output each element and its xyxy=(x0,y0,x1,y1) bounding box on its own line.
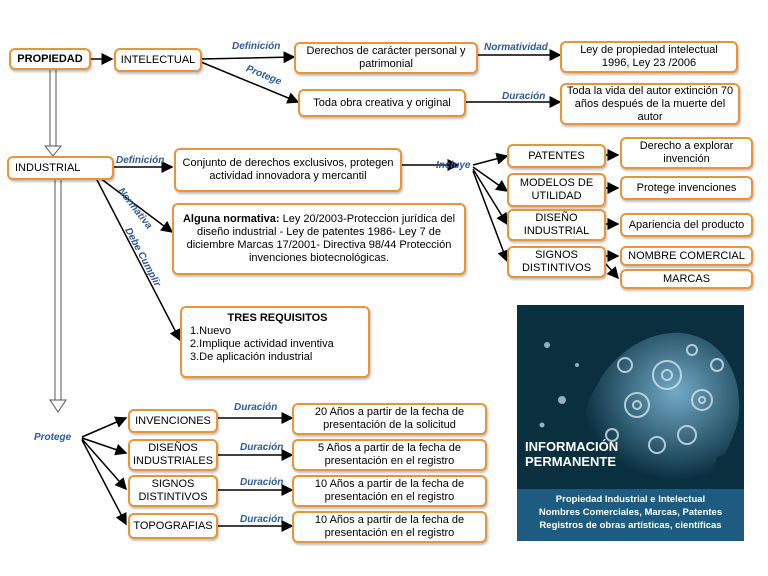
incluye-signos-distintivos: SIGNOS DISTINTIVOS xyxy=(507,246,606,278)
intelectual-node: INTELECTUAL xyxy=(114,48,202,72)
intelectual-definicion: Derechos de carácter personal y patrimon… xyxy=(294,42,478,74)
protege-topografias: TOPOGRAFIAS xyxy=(128,513,218,539)
edge-label-protege-industrial: Protege xyxy=(34,432,72,443)
edge-label-duracion-intelectual: Duración xyxy=(502,91,546,102)
duracion-disenos: 5 Años a partir de la fecha de presentac… xyxy=(292,439,487,471)
informacion-permanente-image: INFORMACIÓN PERMANENTE Propiedad Industr… xyxy=(517,305,744,541)
requisitos-title: TRES REQUISITOS xyxy=(227,312,328,324)
root-node: PROPIEDAD xyxy=(9,48,91,70)
duracion-invenciones: 20 Años a partir de la fecha de presenta… xyxy=(292,403,487,435)
detail-patentes: Derecho a explorar invención xyxy=(620,137,753,169)
requisito-item: 3.De aplicación industrial xyxy=(190,351,313,363)
edge-label-duracion-topografias: Duración xyxy=(240,514,284,525)
incluye-diseno-industrial: DISEÑO INDUSTRIAL xyxy=(507,209,606,241)
panel-caption: Propiedad Industrial e Intelectual Nombr… xyxy=(517,489,744,541)
detail-diseno-industrial: Apariencia del producto xyxy=(620,213,753,237)
requisito-item: 2.Implique actividad inventiva xyxy=(190,338,334,350)
duracion-topografias: 10 Años a partir de la fecha de presenta… xyxy=(292,511,487,543)
panel-title: INFORMACIÓN PERMANENTE xyxy=(525,439,619,469)
industrial-node: INDUSTRIAL xyxy=(7,156,114,180)
duracion-signos: 10 Años a partir de la fecha de presenta… xyxy=(292,475,487,507)
detail-modelos-utilidad: Protege invenciones xyxy=(620,176,753,200)
normativa-lead: Alguna normativa: xyxy=(182,213,280,225)
detail-marcas: MARCAS xyxy=(620,269,753,289)
gear-head-illustration xyxy=(517,305,744,485)
requisitos-box: TRES REQUISITOS 1.Nuevo 2.Implique activ… xyxy=(180,306,370,378)
incluye-patentes: PATENTES xyxy=(507,144,606,168)
edge-label-duracion-invenciones: Duración xyxy=(234,402,278,413)
protege-signos-distintivos: SIGNOS DISTINTIVOS xyxy=(128,475,218,507)
edge-label-normatividad: Normatividad xyxy=(484,42,548,53)
edge-label-incluye: Incluye xyxy=(436,160,471,171)
incluye-modelos-utilidad: MODELOS DE UTILIDAD xyxy=(507,173,606,207)
edge-label-duracion-signos: Duración xyxy=(240,477,284,488)
protege-disenos-industriales: DISEÑOS INDUSTRIALES xyxy=(128,439,218,471)
detail-nombre-comercial: NOMBRE COMERCIAL xyxy=(620,246,753,266)
normativa-text: Ley 20/2003-Proteccion jurídica del dise… xyxy=(186,213,456,264)
edge-label-definicion-industrial: Definición xyxy=(116,155,165,166)
industrial-normativa: Alguna normativa: Ley 20/2003-Proteccion… xyxy=(172,203,466,275)
edge-label-duracion-disenos: Duración xyxy=(240,442,284,453)
edge-label-definicion: Definición xyxy=(232,41,281,52)
protege-invenciones: INVENCIONES xyxy=(128,409,218,433)
intelectual-normatividad: Ley de propiedad intelectual 1996, Ley 2… xyxy=(560,41,738,73)
industrial-definicion: Conjunto de derechos exclusivos, protege… xyxy=(174,148,402,192)
requisito-item: 1.Nuevo xyxy=(190,325,231,337)
intelectual-duracion: Toda la vida del autor extinción 70 años… xyxy=(560,83,740,125)
intelectual-protege: Toda obra creativa y original xyxy=(298,89,466,117)
